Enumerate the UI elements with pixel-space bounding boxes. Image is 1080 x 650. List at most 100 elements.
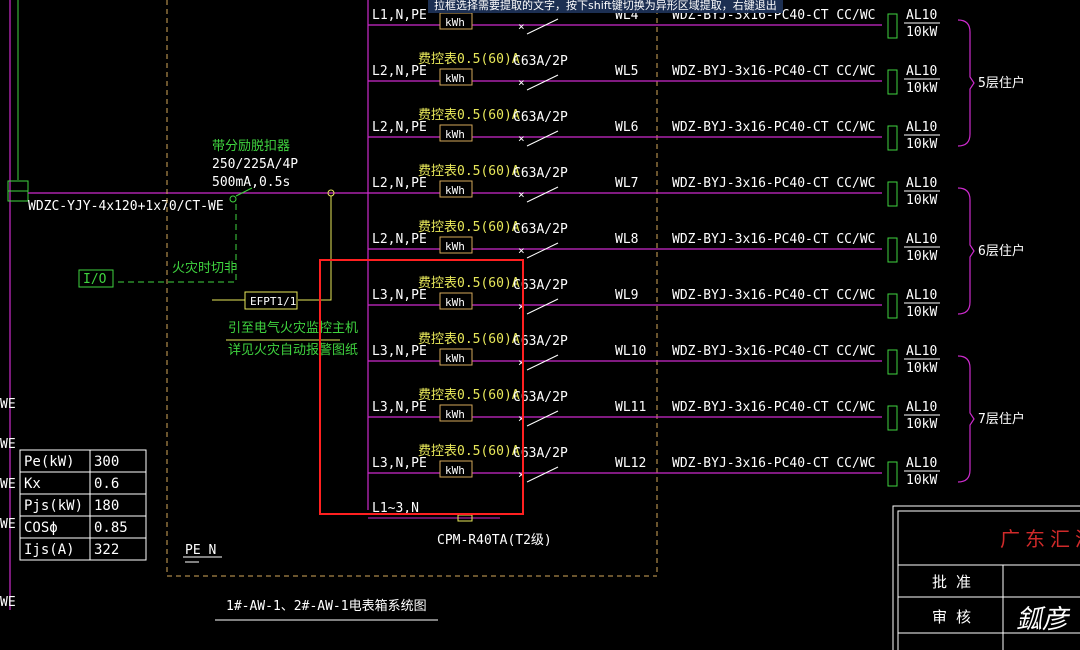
circuit-al: AL10 bbox=[906, 456, 937, 471]
circuit-phase: L3,N,PE bbox=[372, 288, 427, 303]
spd-model: CPM-R40TA(T2级) bbox=[437, 533, 552, 548]
circuit-kw: 10kW bbox=[906, 417, 937, 432]
circuit-phase: L2,N,PE bbox=[372, 232, 427, 247]
breaker-rating: C63A/2P bbox=[513, 446, 568, 461]
breaker-switch-icon bbox=[526, 466, 559, 483]
left-edge-label: WE bbox=[0, 397, 16, 412]
table-key: Pe(kW) bbox=[24, 454, 75, 470]
circuit-al: AL10 bbox=[906, 344, 937, 359]
table-value: 0.6 bbox=[94, 476, 119, 492]
circuit-al: AL10 bbox=[906, 8, 937, 23]
circuit-phase: L1,N,PE bbox=[372, 8, 427, 23]
enclosure-dashed bbox=[166, 0, 658, 577]
table-cell bbox=[89, 537, 147, 561]
breaker-switch-icon bbox=[526, 186, 559, 203]
circuit-phase: L3,N,PE bbox=[372, 456, 427, 471]
table-key: Ijs(A) bbox=[24, 542, 75, 558]
meter-spec: 费控表0.5(60)A bbox=[418, 388, 520, 403]
circuit-phase: L3,N,PE bbox=[372, 400, 427, 415]
breaker-x-icon: × bbox=[518, 244, 525, 257]
circuit-phase: L3,N,PE bbox=[372, 344, 427, 359]
circuit-kw: 10kW bbox=[906, 361, 937, 376]
circuit-cable: WDZ-BYJ-3x16-PC40-CT CC/WC bbox=[672, 176, 876, 191]
circuit-cable: WDZ-BYJ-3x16-PC40-CT CC/WC bbox=[672, 288, 876, 303]
meter-box bbox=[439, 404, 473, 422]
floor-label: 6层住户 bbox=[978, 243, 1025, 259]
circuit-cable: WDZ-BYJ-3x16-PC40-CT CC/WC bbox=[672, 400, 876, 415]
breaker-rating: C63A/2P bbox=[513, 110, 568, 125]
meter-spec: 费控表0.5(60)A bbox=[418, 276, 520, 291]
meter-spec: 费控表0.5(60)A bbox=[418, 332, 520, 347]
breaker-blade-icon bbox=[235, 187, 253, 197]
selection-rectangle[interactable] bbox=[319, 259, 524, 515]
meter-box bbox=[439, 180, 473, 198]
io-label: I/O bbox=[83, 272, 107, 287]
breaker-x-icon: × bbox=[518, 132, 525, 145]
breaker-x-icon: × bbox=[518, 76, 525, 89]
circuit-kw: 10kW bbox=[906, 137, 937, 152]
left-edge-labels: WE WE WE WE WE bbox=[0, 397, 16, 610]
efp-label: EFPT1/1 bbox=[250, 295, 296, 308]
breaker-switch-icon bbox=[526, 130, 559, 147]
left-bus bbox=[7, 0, 29, 610]
table-value: 300 bbox=[94, 454, 119, 470]
breaker-rating: C63A/2P bbox=[513, 222, 568, 237]
circuit-kw: 10kW bbox=[906, 25, 937, 40]
fire-note-2: 详见火灾自动报警图纸 bbox=[228, 342, 358, 358]
load-box-icon bbox=[887, 461, 898, 487]
meter-box bbox=[439, 348, 473, 366]
meter-spec: 费控表0.5(60)A bbox=[418, 52, 520, 67]
breaker-rating: C63A/2P bbox=[513, 278, 568, 293]
io-box bbox=[78, 269, 114, 288]
circuit-al: AL10 bbox=[906, 400, 937, 415]
breaker-rating: C63A/2P bbox=[513, 166, 568, 181]
breaker-switch-icon bbox=[526, 74, 559, 91]
table-key: Kx bbox=[24, 476, 41, 492]
meter-box bbox=[439, 124, 473, 142]
incoming-cable-label: WDZC-YJY-4x120+1x70/CT-WE bbox=[28, 199, 224, 214]
table-key: COSϕ bbox=[24, 520, 58, 536]
drawing-title: 1#-AW-1、2#-AW-1电表箱系统图 bbox=[226, 598, 427, 614]
circuit-kw: 10kW bbox=[906, 193, 937, 208]
table-key: Pjs(kW) bbox=[24, 498, 83, 514]
meter-label: kWh bbox=[445, 352, 465, 365]
shunt-trip-dashed bbox=[115, 204, 237, 283]
left-edge-label: WE bbox=[0, 437, 16, 452]
title-block bbox=[892, 505, 1080, 650]
circuit-cable: WDZ-BYJ-3x16-PC40-CT CC/WC bbox=[672, 120, 876, 135]
circuit-cable: WDZ-BYJ-3x16-PC40-CT CC/WC bbox=[672, 344, 876, 359]
circuit-al: AL10 bbox=[906, 232, 937, 247]
circuit-wl: WL12 bbox=[615, 456, 646, 471]
table-value: 322 bbox=[94, 542, 119, 558]
circuit-wl: WL6 bbox=[615, 120, 638, 135]
efp-box bbox=[244, 291, 298, 310]
circuit-wl: WL9 bbox=[615, 288, 638, 303]
circuit-cable: WDZ-BYJ-3x16-PC40-CT CC/WC bbox=[672, 64, 876, 79]
breaker-rating: C63A/2P bbox=[513, 390, 568, 405]
meter-box bbox=[439, 292, 473, 310]
floor-label: 7层住户 bbox=[978, 411, 1025, 427]
load-box-icon bbox=[887, 405, 898, 431]
meter-spec: 费控表0.5(60)A bbox=[418, 220, 520, 235]
meter-label: kWh bbox=[445, 72, 465, 85]
left-edge-label: WE bbox=[0, 595, 16, 610]
meter-label: kWh bbox=[445, 184, 465, 197]
breaker-switch-icon bbox=[526, 410, 559, 427]
circuit-al: AL10 bbox=[906, 64, 937, 79]
breaker-x-icon: × bbox=[518, 300, 525, 313]
circuit-wl: WL10 bbox=[615, 344, 646, 359]
circuit-al: AL10 bbox=[906, 288, 937, 303]
meter-label: kWh bbox=[445, 128, 465, 141]
load-box-icon bbox=[887, 181, 898, 207]
meter-label: kWh bbox=[445, 464, 465, 477]
